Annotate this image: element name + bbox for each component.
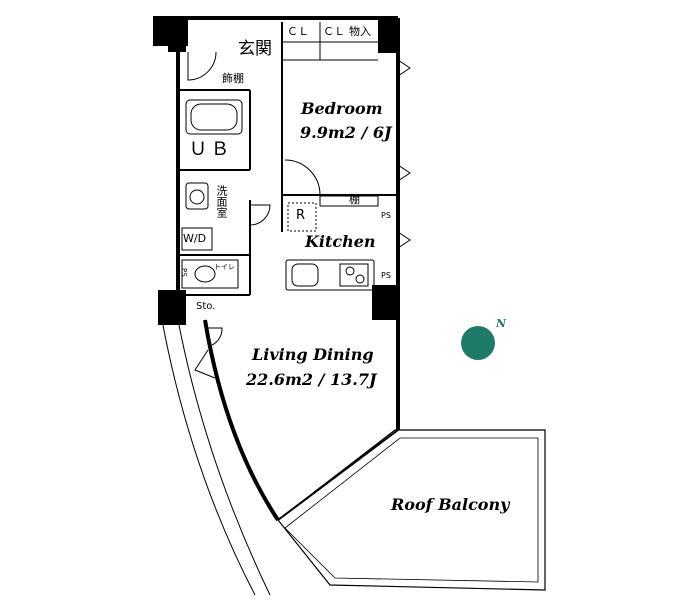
outer-curve: [161, 319, 256, 596]
shelf-box: [319, 195, 379, 207]
label-washroom: 洗面室: [215, 185, 228, 218]
label-storeroom: Sto.: [196, 301, 216, 312]
label-unit-bath: ＵＢ: [189, 139, 233, 159]
label-washer: W/D: [183, 232, 207, 245]
label-storage: 物入: [349, 25, 371, 38]
label-roof-balcony: Roof Balcony: [391, 495, 510, 514]
label-shoe-cabinet: 飾棚: [222, 72, 244, 85]
compass-north-label: N: [496, 317, 507, 330]
wash-basin: [185, 182, 209, 210]
label-living: Living Dining: [252, 345, 374, 364]
label-ps-kitchen-2: PS: [381, 271, 391, 280]
balcony-rail: [284, 437, 539, 583]
bathtub-inner: [190, 103, 238, 131]
toilet-box: [181, 259, 239, 289]
wall-living-glass: [277, 429, 399, 521]
column-mid-right: [372, 285, 400, 320]
label-closet-1: ＣＬ: [287, 25, 309, 38]
label-shelf: 棚: [349, 193, 360, 206]
label-closet-2: ＣＬ: [323, 25, 345, 38]
column-top-left-2: [168, 40, 186, 52]
stove: [339, 263, 369, 287]
label-toilet: トイレ: [214, 263, 235, 271]
label-bedroom-area: 9.9m2 / 6J: [300, 123, 392, 142]
bathtub: [185, 99, 243, 135]
label-bedroom: Bedroom: [301, 99, 383, 118]
outer-curve-inner: [177, 319, 271, 596]
fridge-box: [287, 202, 317, 232]
label-kitchen: Kitchen: [305, 232, 376, 251]
label-living-area: 22.6m2 / 13.7J: [246, 370, 377, 389]
label-ps-kitchen-1: PS: [381, 211, 391, 220]
balcony-outline: [277, 429, 546, 591]
column-top-right: [378, 18, 400, 53]
label-ps-left: PS: [180, 268, 188, 277]
wall-living-curve: [203, 319, 280, 522]
sink: [291, 263, 319, 287]
kitchen-counter: [285, 259, 375, 291]
washer-box: [181, 227, 213, 251]
label-entrance: 玄関: [238, 39, 272, 58]
compass-icon: [461, 322, 495, 360]
label-fridge: R: [296, 208, 306, 223]
